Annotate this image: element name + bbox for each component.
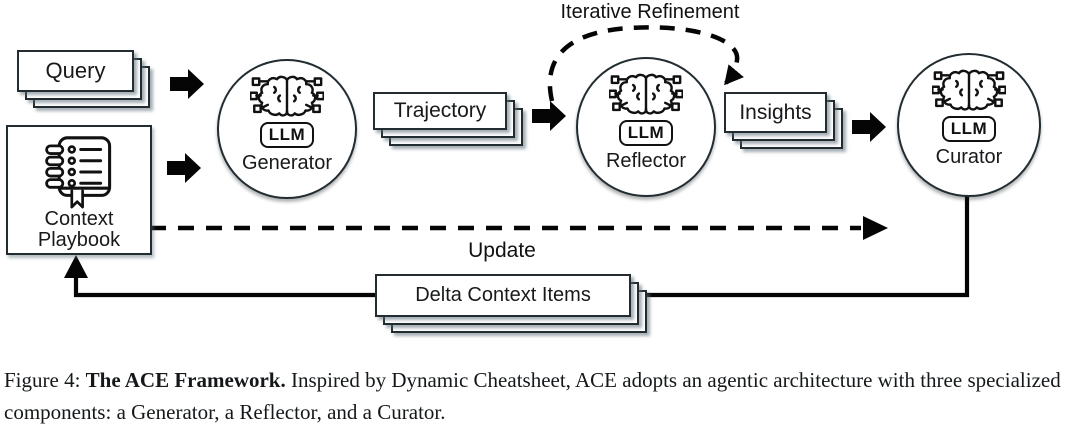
- figure-caption: Figure 4: The ACE Framework. Inspired by…: [4, 364, 1076, 424]
- curator-label: Curator: [935, 146, 1003, 168]
- query-to-generator-arrow: [170, 69, 204, 99]
- insights-to-curator-arrow: [852, 112, 886, 142]
- curator-node: LLM Curator: [897, 53, 1041, 197]
- trajectory-stack: Trajectory: [373, 92, 523, 146]
- trajectory-label: Trajectory: [393, 99, 487, 122]
- query-card: Query: [17, 50, 134, 92]
- delta-context-items-stack: Delta Context Items: [375, 274, 647, 333]
- update-arrowhead: [863, 216, 888, 240]
- llm-badge: LLM: [259, 122, 315, 148]
- playbook-to-generator-arrow: [167, 153, 201, 183]
- playbook-label: Context Playbook: [38, 209, 120, 251]
- generator-node: LLM Generator: [217, 59, 357, 199]
- caption-figure-label: Figure 4:: [4, 368, 81, 392]
- caption-body: Inspired by Dynamic Cheatsheet, ACE adop…: [4, 368, 1061, 424]
- delta-context-items-label: Delta Context Items: [415, 284, 591, 306]
- reflector-node: LLM Reflector: [576, 57, 716, 197]
- notebook-icon: [45, 136, 112, 209]
- trajectory-to-reflector-arrow: [532, 101, 566, 131]
- iterative-refinement-dashed-arrow: [547, 25, 744, 102]
- llm-brain-chip-icon: [250, 74, 324, 120]
- playbook-label-line1: Context: [44, 208, 114, 230]
- caption-title: The ACE Framework.: [85, 368, 286, 392]
- query-label: Query: [45, 58, 106, 83]
- context-playbook-node: Context Playbook: [6, 125, 152, 255]
- playbook-label-line2: Playbook: [37, 229, 121, 251]
- playbook-up-arrowhead: [64, 255, 88, 278]
- trajectory-card: Trajectory: [373, 92, 507, 130]
- llm-brain-chip-icon: [932, 68, 1006, 114]
- llm-badge: LLM: [941, 116, 997, 142]
- insights-card: Insights: [724, 92, 827, 133]
- reflector-label: Reflector: [605, 150, 687, 172]
- iterative-refinement-label: Iterative Refinement: [560, 1, 740, 23]
- insights-label: Insights: [739, 100, 812, 124]
- generator-label: Generator: [241, 152, 333, 174]
- llm-badge: LLM: [618, 120, 674, 146]
- delta-context-items-card: Delta Context Items: [375, 274, 631, 317]
- insights-stack: Insights: [724, 92, 843, 149]
- update-label: Update: [468, 239, 536, 262]
- llm-brain-chip-icon: [609, 72, 683, 118]
- query-stack: Query: [17, 50, 150, 108]
